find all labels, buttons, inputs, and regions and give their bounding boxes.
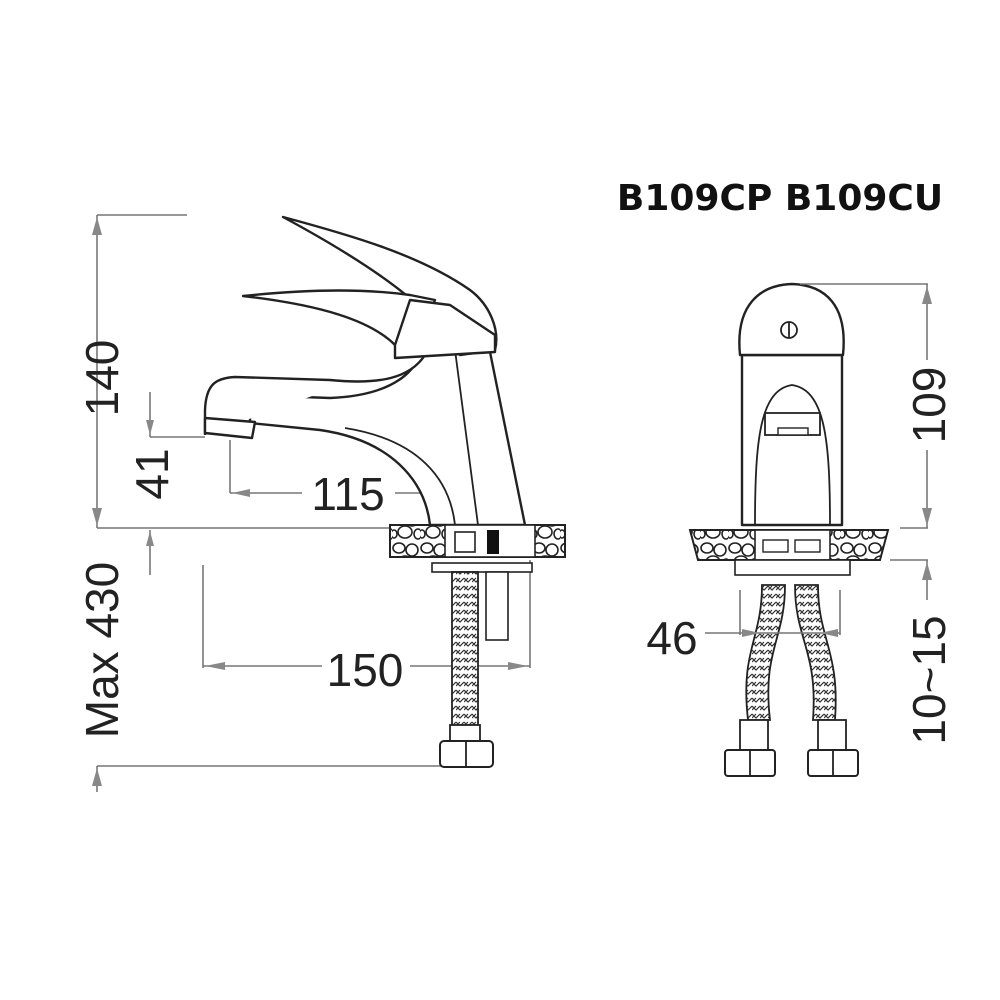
height-140-label: 140 [76,340,128,417]
model-title: B109CP B109CU [617,178,943,219]
hose-spacing-46-label: 46 [646,612,697,664]
hose-length-max-430-label: Max 430 [76,562,128,738]
deck-thickness-10-15-label: 10~15 [903,615,955,744]
spout-height-41-label: 41 [126,448,178,499]
body-height-109-label: 109 [903,367,955,444]
hose-offset-150-label: 150 [327,644,404,696]
front-dimension-lines [705,283,932,637]
spout-reach-115-label: 115 [311,468,384,520]
faucet-front-view [688,282,890,777]
faucet-side-view [203,215,566,768]
